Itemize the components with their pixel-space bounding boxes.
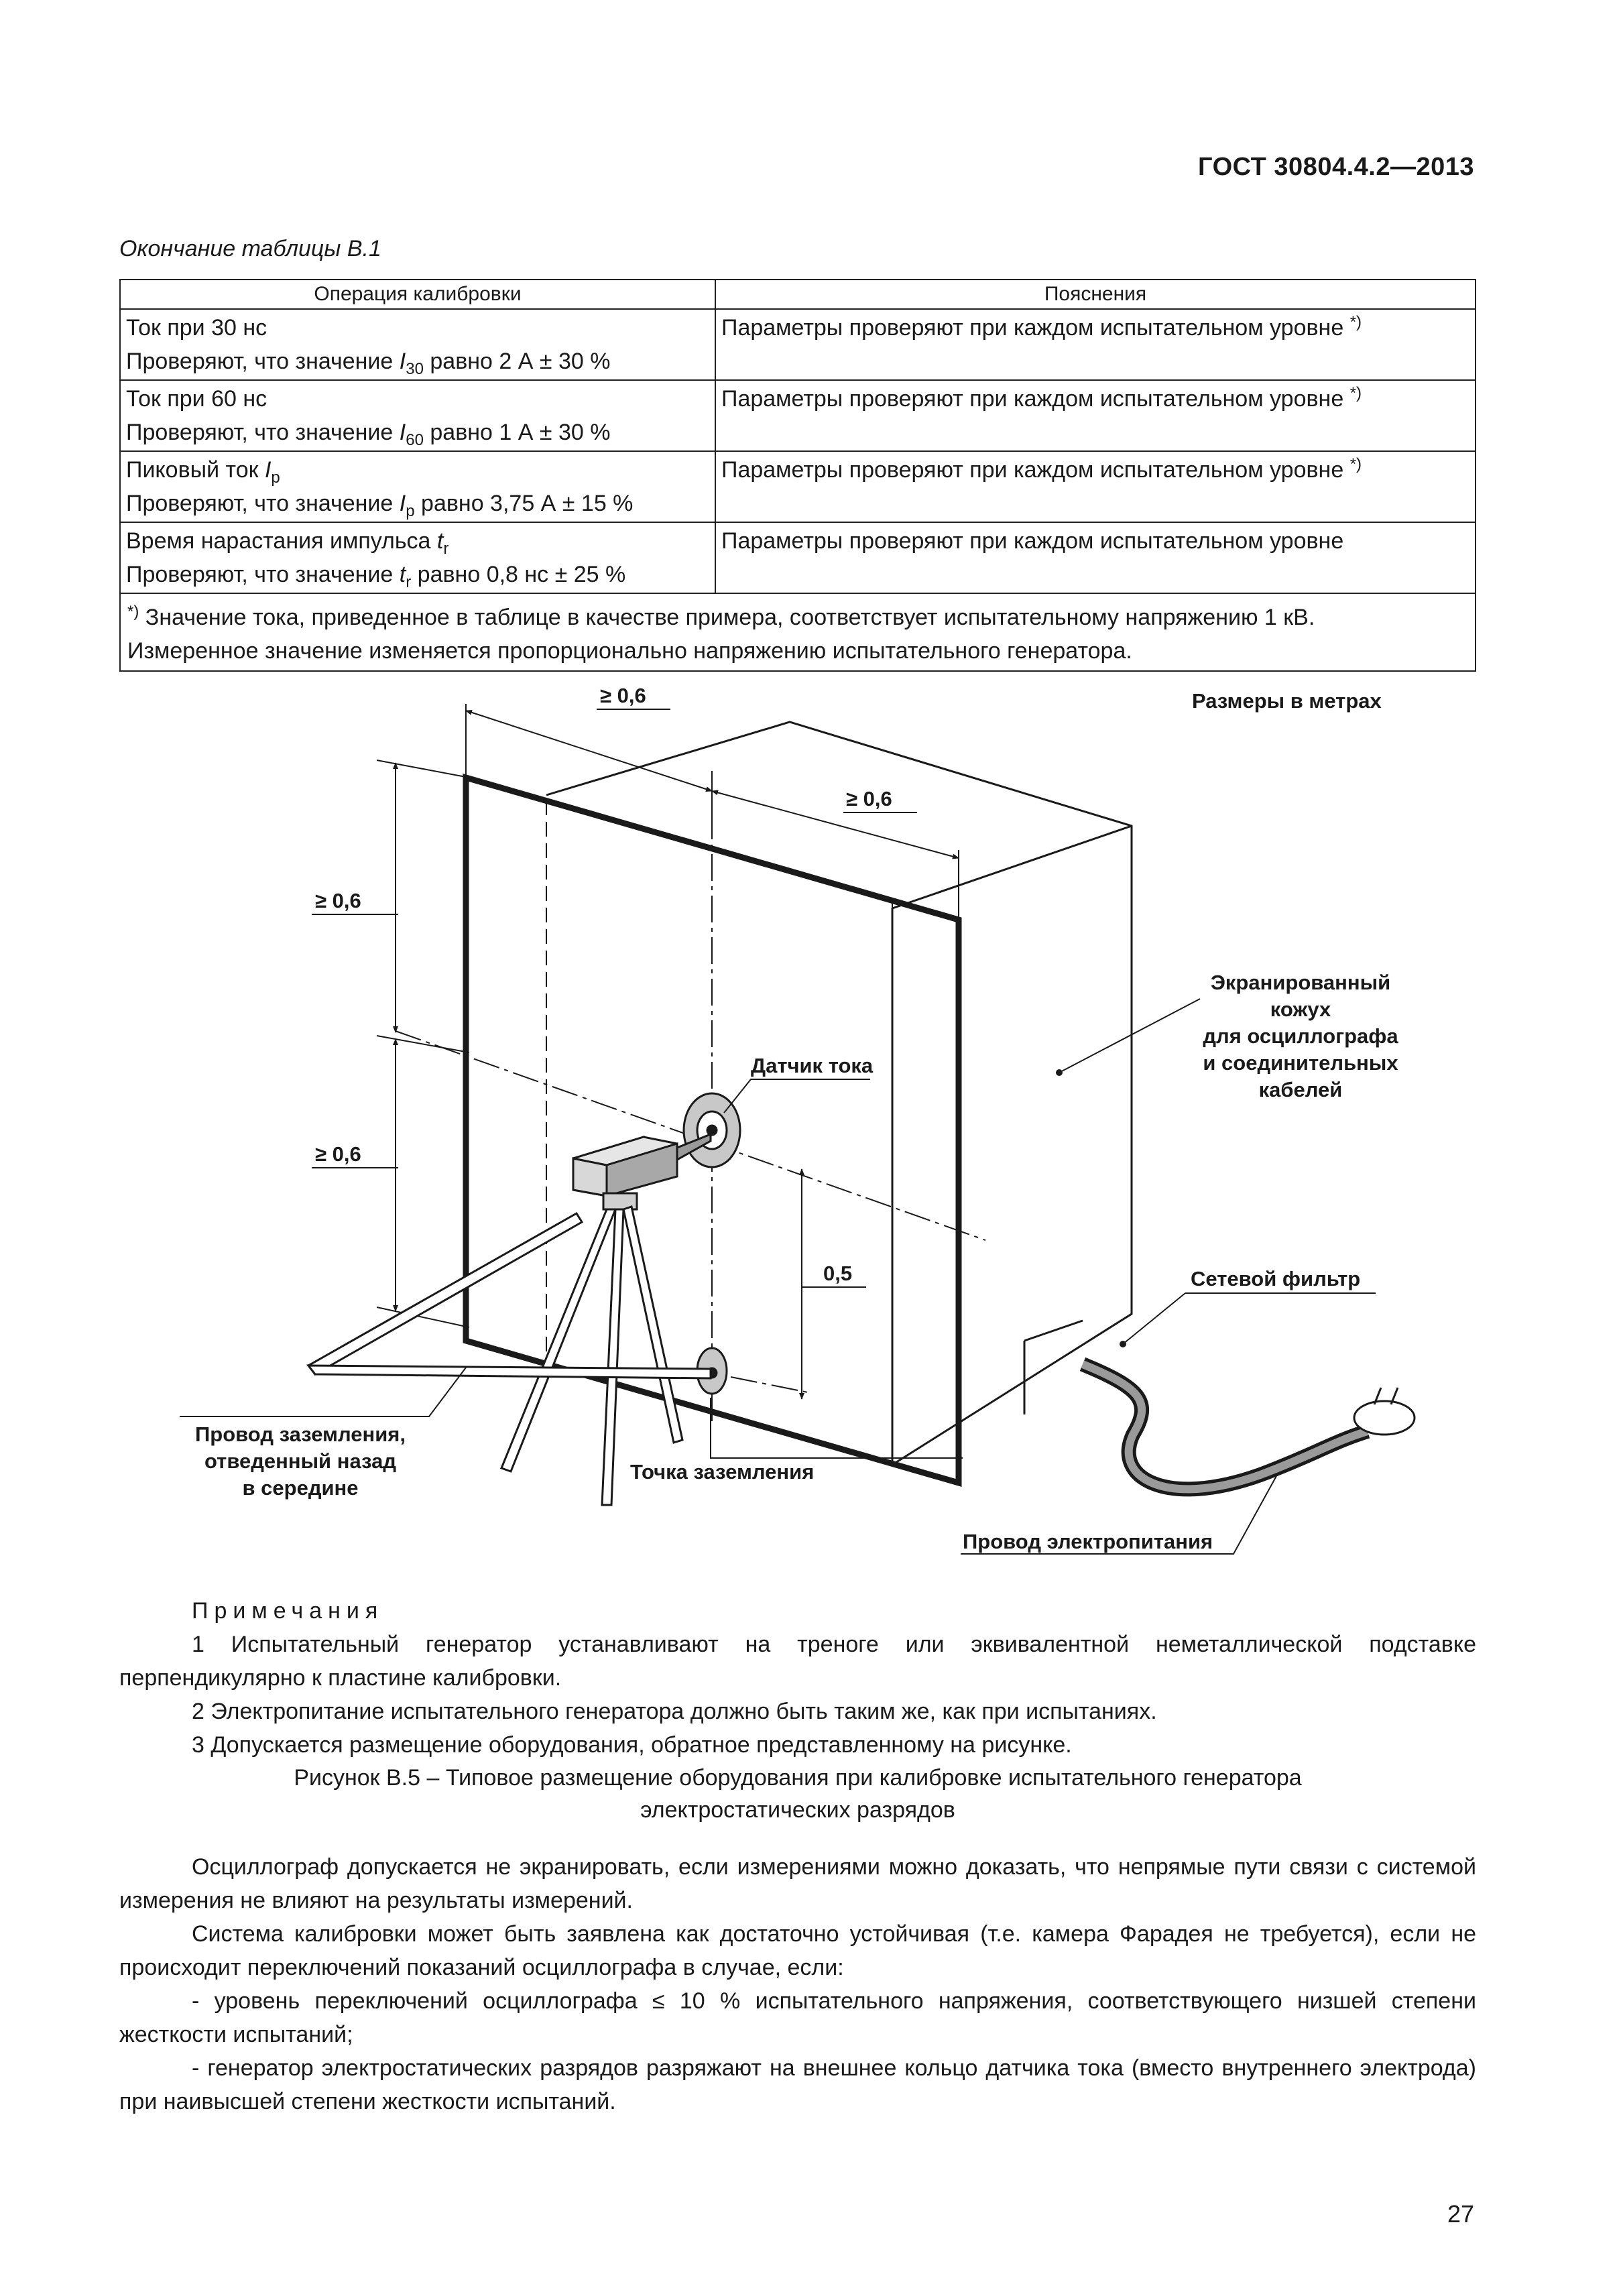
operation-cell: Ток при 30 нс Проверяют, что значение I3…	[119, 308, 716, 381]
note-item: 2 Электропитание испытательного генерато…	[192, 1699, 1157, 1724]
label-ground-wire-line3: в середине	[242, 1476, 358, 1500]
dimension-lines	[312, 704, 959, 1400]
ground-point	[696, 1347, 728, 1395]
explanation-cell: Параметры проверяют при каждом испытател…	[715, 379, 1476, 452]
centre-lines	[395, 1030, 986, 1394]
leader-lines	[180, 998, 1376, 1555]
body-text: Осциллограф допускается не экранировать,…	[119, 1850, 1476, 2118]
power-cord	[1079, 1357, 1370, 1497]
column-header-operation: Операция калибровки	[119, 279, 716, 310]
operation-cell: Ток при 60 нс Проверяют, что значение I6…	[119, 379, 716, 452]
list-item: - генератор электростатических разрядов …	[119, 2055, 1476, 2114]
dimension-left-lower: ≥ 0,6	[315, 1142, 361, 1166]
operation-check: Проверяют, что значение I60 равно 1 А ± …	[126, 420, 611, 449]
current-sensor	[682, 1092, 741, 1168]
dimension-top-side: ≥ 0,6	[846, 787, 892, 810]
explanation-cell: Параметры проверяют при каждом испытател…	[715, 522, 1476, 594]
notes-title: Примечания	[192, 1598, 384, 1624]
table-row: Ток при 60 нс Проверяют, что значение I6…	[119, 379, 1476, 452]
footnote-ref: *)	[1349, 313, 1362, 331]
label-ground-point: Точка заземления	[630, 1460, 814, 1484]
note-item: 1 Испытательный генератор устанавливают …	[119, 1632, 1476, 1691]
tripod	[500, 1205, 684, 1506]
operation-title: Пиковый ток Ip	[126, 457, 280, 487]
label-current-sensor: Датчик тока	[751, 1054, 874, 1077]
calibration-plate	[463, 771, 962, 1487]
label-ground-wire-line1: Провод заземления,	[195, 1423, 406, 1446]
explanation-cell: Параметры проверяют при каждом испытател…	[715, 308, 1476, 381]
table-caption: Окончание таблицы В.1	[119, 236, 381, 261]
label-shielded-enclosure-line5: кабелей	[1259, 1078, 1343, 1101]
note-item: 3 Допускается размещение оборудования, о…	[192, 1732, 1072, 1758]
operation-title: Ток при 30 нс	[126, 315, 267, 341]
operation-check: Проверяют, что значение Ip равно 3,75 А …	[126, 491, 634, 520]
footnote-ref: *)	[1349, 455, 1362, 473]
label-power-cord: Провод электропитания	[963, 1530, 1213, 1553]
label-shielded-enclosure-line3: для осциллографа	[1203, 1024, 1398, 1048]
dimension-left-upper: ≥ 0,6	[315, 889, 361, 912]
enclosure-leader-dot	[1056, 1069, 1063, 1076]
operation-title: Время нарастания импульса tr	[126, 528, 449, 558]
operation-cell: Время нарастания импульса tr Проверяют, …	[119, 522, 716, 594]
paragraph: Осциллограф допускается не экранировать,…	[119, 1854, 1476, 1913]
shielded-enclosure-box	[546, 721, 1133, 1466]
esd-generator	[572, 1132, 712, 1211]
table-row: Ток при 30 нс Проверяют, что значение I3…	[119, 308, 1476, 381]
table-footnote: *) Значение тока, приведенное в таблице …	[119, 593, 1476, 672]
paragraph: Система калибровки может быть заявлена к…	[119, 1921, 1476, 1980]
label-shielded-enclosure-line1: Экранированный	[1211, 971, 1390, 994]
operation-check: Проверяют, что значение tr равно 0,8 нс …	[126, 562, 626, 591]
table-footnote-row: *) Значение тока, приведенное в таблице …	[119, 593, 1476, 672]
label-shielded-enclosure-line2: кожух	[1270, 998, 1331, 1021]
plug-icon	[1353, 1387, 1416, 1436]
dimension-right: 0,5	[823, 1262, 852, 1285]
label-ground-wire-line2: отведенный назад	[204, 1449, 396, 1473]
list-item: - уровень переключений осциллографа ≤ 10…	[119, 1988, 1476, 2047]
operation-check: Проверяют, что значение I30 равно 2 А ± …	[126, 349, 611, 378]
page-number: 27	[1447, 2200, 1474, 2228]
figure-notes: Примечания 1 Испытательный генератор уст…	[119, 1594, 1476, 1762]
calibration-table: Операция калибровки Пояснения Ток при 30…	[119, 279, 1476, 672]
table-row: Время нарастания импульса tr Проверяют, …	[119, 522, 1476, 594]
dimension-top-front: ≥ 0,6	[600, 684, 646, 707]
figure-caption: Рисунок В.5 – Типовое размещение оборудо…	[294, 1765, 1302, 1823]
standard-code: ГОСТ 30804.4.2—2013	[1198, 153, 1474, 181]
label-shielded-enclosure-line4: и соединительных	[1203, 1051, 1398, 1075]
filter-leader-dot	[1120, 1341, 1126, 1347]
operation-cell: Пиковый ток Ip Проверяют, что значение I…	[119, 450, 716, 523]
table-header-row: Операция калибровки Пояснения	[119, 279, 1476, 310]
calibration-setup-diagram: Размеры в метрах	[180, 684, 1416, 1555]
explanation-cell: Параметры проверяют при каждом испытател…	[715, 450, 1476, 523]
operation-title: Ток при 60 нс	[126, 386, 267, 412]
label-mains-filter: Сетевой фильтр	[1191, 1267, 1360, 1290]
ground-wire	[306, 1211, 712, 1380]
units-note: Размеры в метрах	[1192, 689, 1382, 713]
column-header-explanation: Пояснения	[715, 279, 1476, 310]
footnote-ref: *)	[1349, 384, 1362, 402]
table-row: Пиковый ток Ip Проверяют, что значение I…	[119, 450, 1476, 523]
